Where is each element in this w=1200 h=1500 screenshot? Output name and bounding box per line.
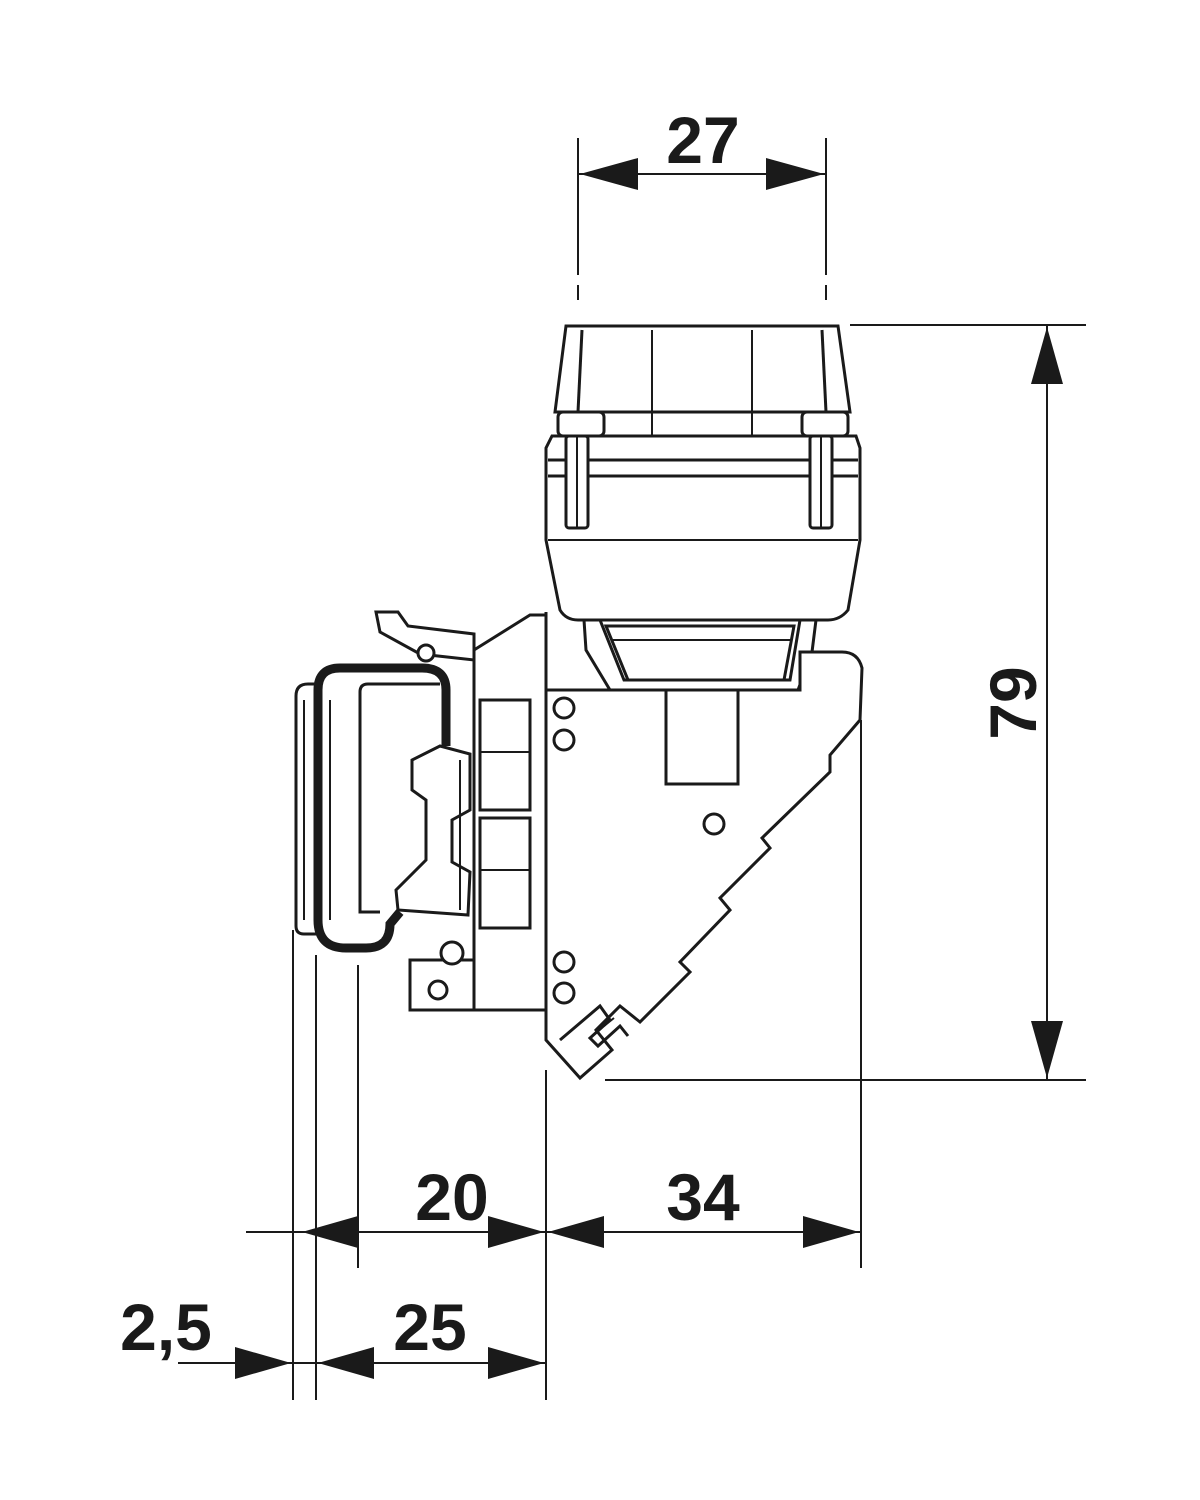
arrowhead-left <box>580 158 638 190</box>
arrowhead-25-left-outer <box>235 1347 291 1379</box>
dimension-label-rail-to-face: 25 <box>393 1290 466 1364</box>
dimension-label-height: 79 <box>976 666 1050 739</box>
dimension-height: 79 <box>605 324 1086 1081</box>
dimension-label-front-to-right: 34 <box>666 1160 740 1234</box>
dimension-label-rail-to-front: 20 <box>415 1160 488 1234</box>
dimension-top-width: 27 <box>577 103 827 300</box>
dimension-row-lower: 2,5 25 <box>120 1290 546 1379</box>
arrowhead-down <box>1031 1021 1063 1078</box>
arrowhead-34-left <box>548 1216 604 1248</box>
arrowhead-25-right <box>488 1347 544 1379</box>
arrowhead-right <box>766 158 824 190</box>
arrowhead-34-right <box>803 1216 859 1248</box>
base-body <box>544 612 864 1081</box>
arrowhead-20-right <box>488 1216 544 1248</box>
dimension-label-top-width: 27 <box>666 103 739 177</box>
dimension-row-upper: 20 34 <box>246 720 862 1400</box>
top-housing <box>544 324 862 622</box>
din-rail <box>294 663 451 953</box>
arrowhead-20-left <box>302 1216 358 1248</box>
arrowhead-up <box>1031 327 1063 384</box>
din-rail-clip <box>374 610 548 1012</box>
arrowhead-25-left-inner <box>318 1347 374 1379</box>
adapter-neck <box>582 618 818 692</box>
dimension-label-rail-offset: 2,5 <box>120 1290 212 1364</box>
